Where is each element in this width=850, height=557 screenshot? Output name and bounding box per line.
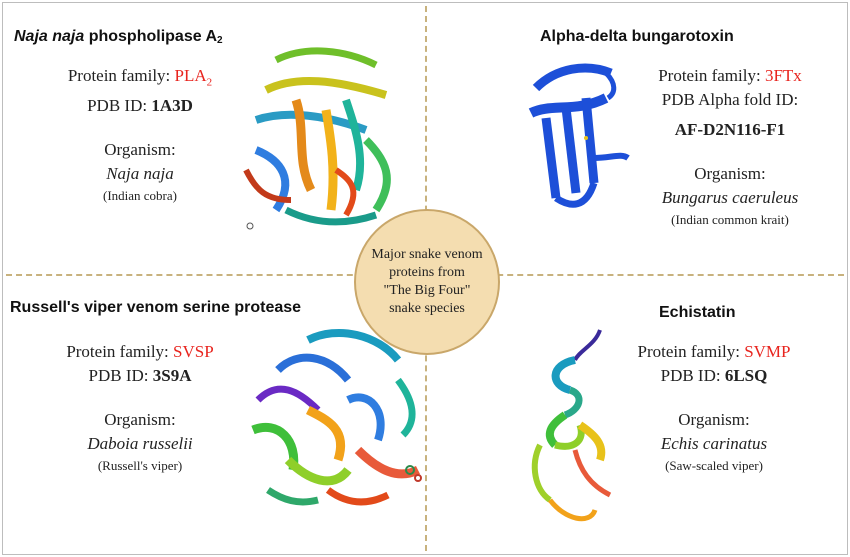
id-value-daboia: 3S9A (152, 366, 192, 385)
family-line-naja: Protein family: PLA2 (40, 64, 240, 94)
species-daboia: Daboia russelii (87, 434, 193, 453)
id-value-echis: 6LSQ (724, 366, 768, 385)
family-label-daboia: Protein family: (66, 342, 174, 361)
family-value-echis: SVMP (744, 342, 791, 361)
panel-title-naja-rest: phospholipase A (84, 28, 218, 45)
info-bungarotoxin: Protein family: 3FTx PDB Alpha fold ID: … (632, 64, 828, 230)
info-echistatin: Protein family: SVMP PDB ID: 6LSQ Organi… (614, 340, 814, 476)
svmp-structure-image (531, 329, 612, 522)
family-value-bungarus: 3FTx (764, 66, 802, 85)
id-value-naja: 1A3D (151, 96, 193, 116)
id-label-bungarus: PDB Alpha fold ID: (661, 90, 799, 109)
3ftx-structure-image (528, 63, 630, 208)
organism-label-bungarus: Organism: (694, 164, 766, 183)
common-name-naja: (Indian cobra) (103, 188, 177, 204)
common-name-echis: (Saw-scaled viper) (665, 458, 763, 473)
pla2-structure-image (243, 47, 391, 230)
family-line-bungarus: Protein family: 3FTx (632, 64, 828, 88)
id-label-naja: PDB ID: (87, 96, 152, 116)
species-bungarus: Bungarus caeruleus (661, 188, 799, 207)
family-sub-naja: 2 (206, 76, 213, 89)
center-line-1: Major snake venom (371, 247, 483, 262)
info-russells: Protein family: SVSP PDB ID: 3S9A Organi… (40, 340, 240, 476)
family-label-naja: Protein family: (67, 66, 175, 85)
organism-label-naja: Organism: (104, 140, 176, 160)
panel-title-naja-italic: Naja naja (14, 28, 85, 45)
family-label-bungarus: Protein family: (658, 66, 765, 85)
id-line-daboia: PDB ID: 3S9A (40, 364, 240, 388)
family-value-naja: PLA (174, 66, 207, 85)
info-naja: Protein family: PLA2 PDB ID: 1A3D Organi… (40, 64, 240, 206)
family-line-daboia: Protein family: SVSP (40, 340, 240, 364)
species-naja: Naja naja (106, 164, 174, 184)
family-value-daboia: SVSP (173, 342, 214, 361)
panel-title-naja: Naja naja phospholipase A2 (14, 28, 223, 46)
center-line-4: snake species (389, 301, 465, 316)
id-line-echis: PDB ID: 6LSQ (614, 364, 814, 388)
id-value-bungarus: AF-D2N116-F1 (674, 120, 786, 139)
center-line-2: proteins from (389, 265, 465, 280)
common-name-bungarus: (Indian common krait) (671, 212, 789, 227)
svsp-structure-image (251, 329, 422, 506)
id-label-echis: PDB ID: (660, 366, 725, 385)
id-line-naja: PDB ID: 1A3D (40, 94, 240, 118)
id-label-daboia: PDB ID: (88, 366, 153, 385)
species-echis: Echis carinatus (660, 434, 768, 453)
panel-title-naja-sub: 2 (217, 35, 223, 46)
panel-title-russells: Russell's viper venom serine protease (10, 299, 302, 316)
family-label-echis: Protein family: (637, 342, 745, 361)
panel-title-bungarotoxin: Alpha-delta bungarotoxin (540, 28, 734, 45)
common-name-daboia: (Russell's viper) (97, 458, 183, 473)
center-line-3: "The Big Four" (383, 283, 471, 298)
organism-label-daboia: Organism: (104, 410, 176, 429)
organism-label-echis: Organism: (678, 410, 750, 429)
family-line-echis: Protein family: SVMP (614, 340, 814, 364)
panel-title-echistatin: Echistatin (659, 304, 736, 321)
center-label-circle: Major snake venom proteins from "The Big… (354, 209, 500, 355)
